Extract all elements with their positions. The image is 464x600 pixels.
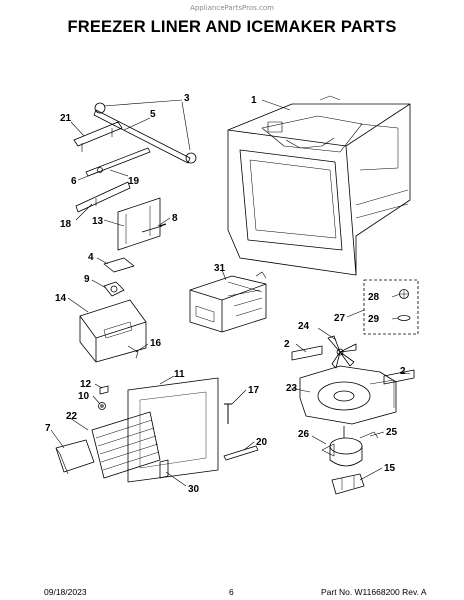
page-title: FREEZER LINER AND ICEMAKER PARTS xyxy=(67,18,397,36)
rear-cover-panel xyxy=(127,377,219,483)
fan-motor xyxy=(321,426,379,495)
callout-5: 5 xyxy=(150,109,156,120)
callout-20: 20 xyxy=(256,437,268,448)
freezer-liner xyxy=(227,95,411,276)
callout-9: 9 xyxy=(84,274,90,285)
fasteners xyxy=(98,385,259,479)
ice-bucket-housing xyxy=(79,299,147,363)
callout-1: 1 xyxy=(251,95,257,106)
callout-2-left: 2 xyxy=(284,339,290,350)
callout-21: 21 xyxy=(60,113,72,124)
callout-27: 27 xyxy=(334,313,346,324)
callout-17: 17 xyxy=(248,385,260,396)
fan-housing xyxy=(299,365,397,425)
callout-25: 25 xyxy=(386,427,398,438)
callout-8: 8 xyxy=(172,213,178,224)
callout-6: 6 xyxy=(71,176,77,187)
callout-28: 28 xyxy=(368,292,380,303)
callout-12: 12 xyxy=(80,379,92,390)
callout-3: 3 xyxy=(184,93,190,104)
lower-rails xyxy=(75,147,151,213)
callout-26: 26 xyxy=(298,429,310,440)
callout-29: 29 xyxy=(368,314,380,325)
callout-19: 19 xyxy=(128,176,140,187)
small-parts xyxy=(103,257,135,297)
fan-blade xyxy=(327,335,357,369)
callout-13: 13 xyxy=(92,216,104,227)
damper-pads xyxy=(291,345,415,385)
callout-7: 7 xyxy=(45,423,51,434)
watermark: AppliancePartsPros.com xyxy=(190,4,274,12)
front-grille xyxy=(55,411,161,479)
icemaker xyxy=(189,271,267,333)
leader-lines xyxy=(50,99,411,487)
callout-2-right: 2 xyxy=(400,366,406,377)
footer-part-number: Part No. W11668200 Rev. A xyxy=(321,587,427,597)
kit-box xyxy=(363,279,419,335)
footer-date: 09/18/2023 xyxy=(44,587,87,597)
footer-page-number: 6 xyxy=(229,587,234,597)
callout-4: 4 xyxy=(88,252,94,263)
callout-14: 14 xyxy=(55,293,67,304)
callout-15: 15 xyxy=(384,463,396,474)
callout-18: 18 xyxy=(60,219,72,230)
callout-11: 11 xyxy=(174,369,185,380)
callout-23: 23 xyxy=(286,383,298,394)
callout-30: 30 xyxy=(188,484,200,495)
callout-24: 24 xyxy=(298,321,310,332)
callout-labels: 1 3 5 21 6 19 18 13 8 4 9 14 16 31 11 12… xyxy=(45,93,406,495)
bracket-assembly xyxy=(117,197,167,251)
upper-rail-assembly xyxy=(73,102,197,164)
callout-10: 10 xyxy=(78,391,90,402)
callout-22: 22 xyxy=(66,411,78,422)
callout-16: 16 xyxy=(150,338,162,349)
callout-31: 31 xyxy=(214,263,226,274)
